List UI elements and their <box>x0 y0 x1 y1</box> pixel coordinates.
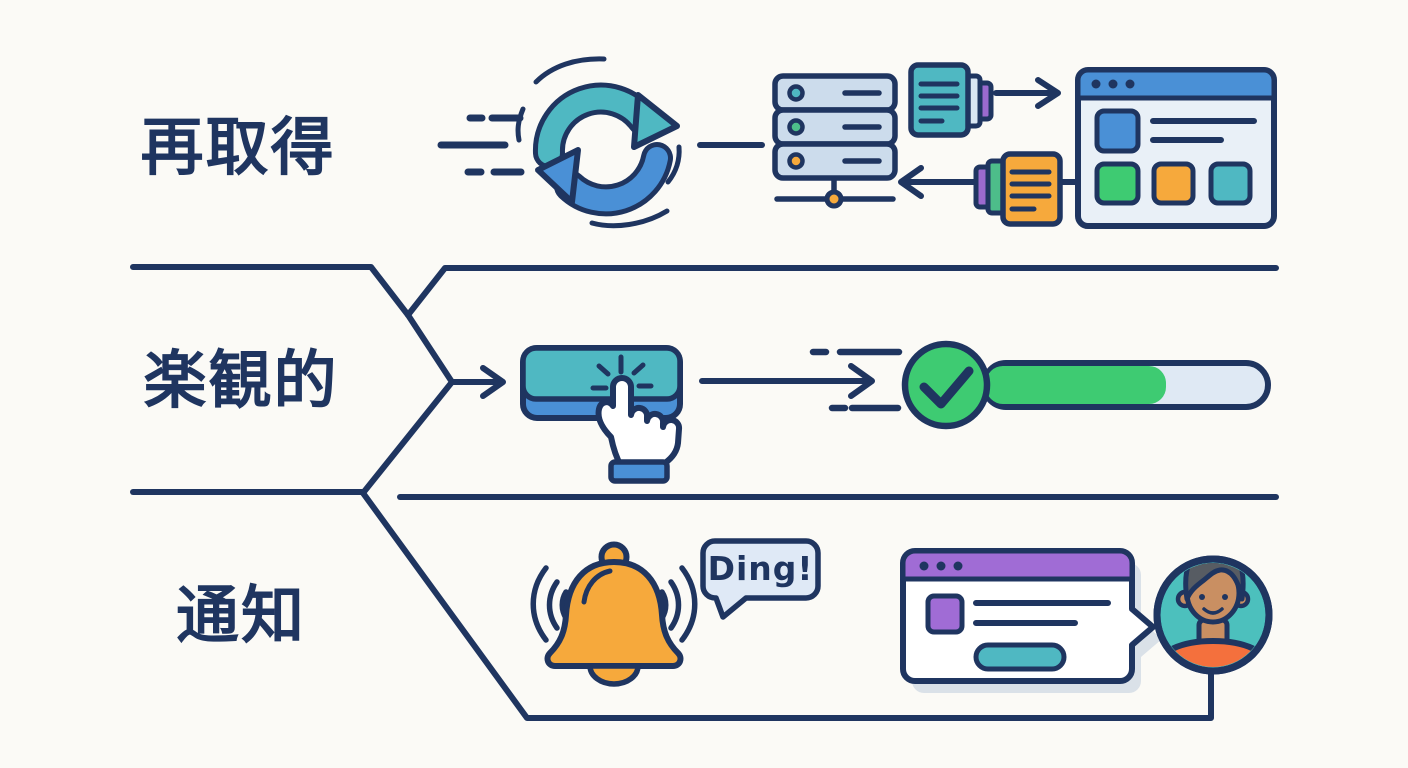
row-label-refetch: 再取得 <box>140 111 336 184</box>
cuff <box>608 459 670 484</box>
window-dots-icon <box>919 561 963 571</box>
arrow-right-icon <box>993 77 1061 109</box>
request-packet-icon <box>908 62 994 138</box>
click-sparks-icon <box>590 354 654 391</box>
ding-bubble-text: Ding! <box>707 549 814 588</box>
window-dots-icon <box>1091 79 1135 89</box>
arrow-right-icon <box>699 363 875 399</box>
row-label-notification: 通知 <box>176 579 306 652</box>
speech-bubble-icon <box>700 538 821 620</box>
hand-cursor-icon <box>595 375 683 484</box>
notification-card-icon <box>900 548 1162 693</box>
branch-lines <box>130 264 1279 721</box>
response-packet-icon <box>973 151 1063 227</box>
progress-bar-icon <box>981 360 1271 410</box>
arrow-left-icon <box>898 165 1079 199</box>
action-pill <box>973 642 1067 672</box>
server-stack-icon <box>772 73 898 209</box>
row-label-optimistic: 楽観的 <box>143 344 339 417</box>
check-circle-icon <box>901 340 991 430</box>
browser-window-icon <box>1075 67 1277 229</box>
arrow-right-icon <box>449 365 506 399</box>
speed-dashes-icon <box>809 348 903 412</box>
bell-icon <box>544 541 684 687</box>
user-avatar-icon <box>1153 555 1273 675</box>
hair <box>1183 563 1246 602</box>
speed-dashes-icon <box>437 114 525 176</box>
sync-refresh-icon <box>515 56 682 229</box>
progress-fill <box>986 366 1166 404</box>
